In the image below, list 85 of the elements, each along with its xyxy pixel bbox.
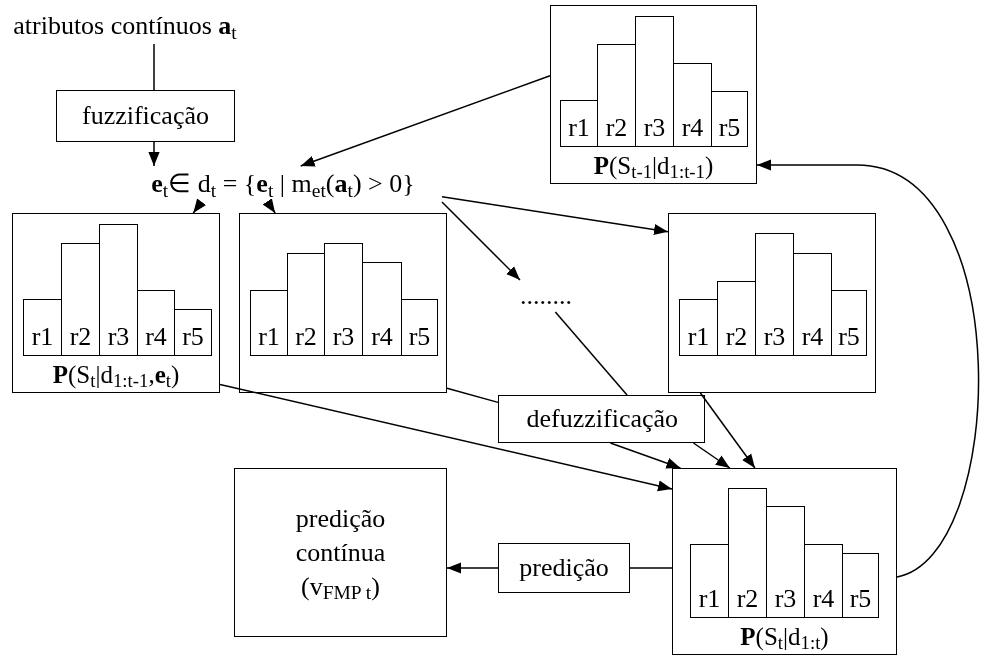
arrow bbox=[692, 442, 731, 469]
bar-label: r1 bbox=[258, 324, 280, 350]
arrow bbox=[446, 562, 499, 574]
process-box bbox=[498, 395, 705, 443]
histogram-bar bbox=[673, 63, 712, 147]
connector-line bbox=[629, 567, 673, 569]
histogram-bar bbox=[842, 553, 879, 618]
arrow bbox=[219, 383, 673, 492]
histogram-bar bbox=[137, 290, 175, 356]
arrow bbox=[192, 198, 207, 214]
histogram-bar bbox=[250, 290, 288, 356]
histogram-bar bbox=[324, 243, 363, 356]
histogram-bar bbox=[174, 309, 212, 356]
process-box bbox=[234, 468, 447, 637]
histogram-bar bbox=[597, 44, 636, 147]
process-box bbox=[498, 543, 630, 593]
histogram-bar bbox=[287, 253, 325, 356]
histogram-bar bbox=[804, 544, 843, 618]
histogram-panel bbox=[12, 213, 220, 393]
bar-label: r5 bbox=[408, 324, 431, 350]
histogram-bar bbox=[679, 299, 718, 356]
box-label: predição contínua (v$_{FMP t}$) bbox=[294, 502, 387, 604]
arrow bbox=[441, 201, 521, 281]
histogram-bar bbox=[23, 299, 62, 356]
histogram-bar bbox=[635, 16, 674, 147]
histogram-bar bbox=[362, 262, 402, 356]
connector-line bbox=[554, 311, 628, 396]
bar-label: r4 bbox=[145, 324, 167, 350]
bar-label: r2 bbox=[605, 115, 628, 141]
bar-label: r3 bbox=[107, 324, 130, 350]
histogram-bar bbox=[401, 299, 438, 356]
histogram-bar bbox=[766, 506, 805, 618]
arrow bbox=[299, 75, 551, 167]
histogram-panel bbox=[668, 213, 876, 393]
histogram-panel bbox=[239, 213, 447, 393]
bar-label: r2 bbox=[69, 324, 92, 350]
bar-label: r3 bbox=[763, 324, 786, 350]
probability-label: P(S$_{t-1}$|d$_{1:t-1}$) bbox=[592, 150, 715, 181]
probability-label: P(S$_{t}$|d$_{1:t}$) bbox=[739, 621, 830, 652]
bar-label: r4 bbox=[812, 586, 835, 612]
bar-label: r1 bbox=[698, 586, 721, 612]
histogram-bar bbox=[711, 91, 748, 147]
arrow bbox=[441, 196, 669, 236]
probability-label: P(S$_{t}$|d$_{1:t-1}$,e$_{t}$) bbox=[51, 359, 181, 390]
box-label: defuzzificação bbox=[526, 403, 677, 435]
bar-label: r5 bbox=[718, 115, 741, 141]
bar-label: r2 bbox=[295, 324, 317, 350]
histogram-bar bbox=[560, 100, 598, 147]
bar-label: r1 bbox=[31, 324, 54, 350]
box-label: fuzzificação bbox=[82, 100, 209, 132]
histogram-bar bbox=[61, 243, 100, 356]
histogram-bar bbox=[99, 224, 138, 356]
connector-line bbox=[153, 43, 155, 91]
bar-label: r5 bbox=[849, 586, 872, 612]
bar-label: r1 bbox=[687, 324, 710, 350]
arrow bbox=[609, 442, 682, 469]
arrow bbox=[148, 141, 160, 167]
bar-label: r3 bbox=[774, 586, 797, 612]
bar-label: r4 bbox=[681, 115, 704, 141]
bar-label: r1 bbox=[568, 115, 590, 141]
bar-label: r3 bbox=[332, 324, 355, 350]
bar-label: r2 bbox=[725, 324, 748, 350]
histogram-bar bbox=[728, 488, 767, 618]
box-label: predição bbox=[519, 552, 609, 584]
bar-label: r5 bbox=[838, 324, 860, 350]
histogram-bar bbox=[793, 253, 832, 356]
histogram-bar bbox=[717, 281, 756, 356]
histogram-panel bbox=[550, 5, 757, 184]
process-box bbox=[56, 90, 235, 142]
bar-label: r5 bbox=[182, 324, 204, 350]
arrow bbox=[756, 159, 979, 578]
histogram-bar bbox=[755, 233, 794, 356]
connector-line bbox=[446, 387, 499, 404]
arrow bbox=[699, 392, 756, 469]
formula-text: ........ bbox=[520, 283, 572, 309]
histogram-bar bbox=[690, 544, 729, 618]
bar-label: r4 bbox=[371, 324, 393, 350]
histogram-bar bbox=[831, 290, 867, 356]
formula-text: e$_{t}$∈ d$_{t}$ = {e$_{t}$ | m$_{et}$(a$_{t}$) > 0} bbox=[151, 171, 415, 197]
bar-label: r4 bbox=[801, 324, 824, 350]
arrow bbox=[262, 198, 276, 214]
bar-label: r2 bbox=[736, 586, 759, 612]
histogram-panel bbox=[672, 468, 897, 655]
formula-text: atributos contínuos a$_{t}$ bbox=[13, 13, 237, 39]
bar-label: r3 bbox=[643, 115, 666, 141]
